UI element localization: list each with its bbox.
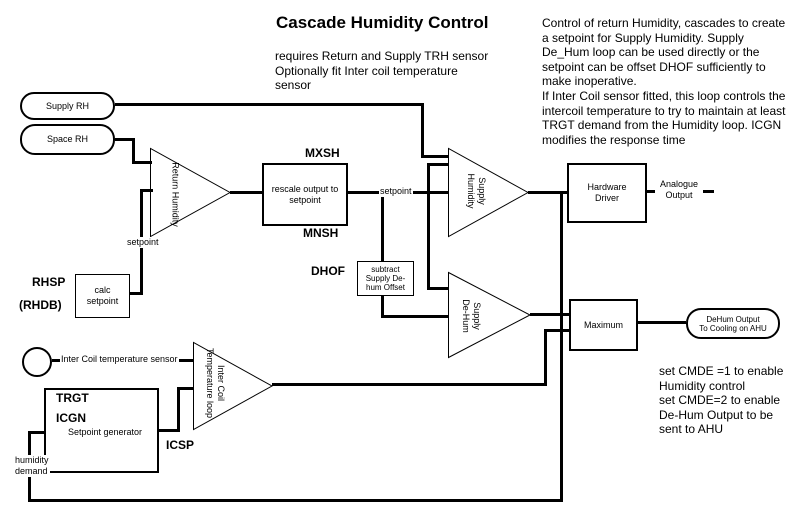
- dehum-output-label: DeHum Output To Cooling on AHU: [699, 314, 767, 333]
- return-humidity-loop-triangle: [150, 147, 232, 238]
- calc-setpoint-label: calc setpoint: [86, 285, 119, 306]
- wire-calc-setpoint-1: [129, 292, 143, 295]
- subtitle-note: requires Return and Supply TRH sensor Op…: [275, 49, 489, 93]
- icgn-param-label: ICGN: [56, 411, 86, 425]
- inter-coil-sensor-node: [22, 347, 52, 377]
- subtract-offset-label: subtract Supply De- hum Offset: [365, 265, 406, 292]
- wire-space-rh-1: [115, 138, 135, 141]
- inter-coil-loop-triangle: [193, 341, 274, 431]
- trgt-param-label: TRGT: [56, 391, 89, 405]
- dhof-param-label: DHOF: [311, 264, 345, 278]
- supply-humidity-loop-triangle: [448, 147, 530, 238]
- wire-feedback-v: [560, 191, 563, 502]
- setpoint-generator-label: Setpoint generator: [68, 427, 143, 437]
- mnsh-param-label: MNSH: [303, 226, 339, 240]
- mxsh-param-label: MXSH: [305, 146, 340, 160]
- calc-setpoint-block: calc setpoint: [75, 274, 130, 318]
- cmde-note: set CMDE =1 to enable Humidity control s…: [659, 364, 784, 437]
- setpoint-generator-block: [44, 388, 159, 473]
- wire-supply-rh: [115, 103, 424, 106]
- maximum-label: Maximum: [583, 319, 623, 330]
- page-title: Cascade Humidity Control: [276, 13, 489, 32]
- wire-maximum-in2: [544, 329, 570, 332]
- subtract-offset-block: subtract Supply De- hum Offset: [357, 261, 414, 296]
- supply-humidity-loop-label: Supply Humidity: [466, 173, 487, 209]
- return-humidity-loop-label: Return Humidity: [170, 162, 181, 227]
- analogue-output-label: Analogue Output: [655, 179, 703, 201]
- wire-supply-loop-out: [528, 191, 568, 194]
- supply-dehum-loop-label: Supply De-Hum: [461, 299, 482, 333]
- supply-rh-input: Supply RH: [20, 92, 115, 120]
- rhsp-param-label: RHSP: [32, 275, 66, 289]
- wire-dehum-setpoint-in: [427, 287, 449, 290]
- wire-intercoil-out-h: [272, 383, 547, 386]
- wire-icsp-1: [159, 429, 180, 432]
- wire-subtract-in: [381, 191, 384, 261]
- wire-subtract-out-h: [381, 315, 449, 318]
- wire-calc-setpoint-3: [140, 189, 153, 192]
- hardware-driver-label: Hardware Driver: [587, 182, 627, 203]
- wire-dehum-loop-out: [530, 313, 571, 316]
- return-setpoint-wire-label: setpoint: [126, 237, 160, 248]
- icsp-param-label: ICSP: [166, 438, 195, 452]
- wire-space-rh-2: [132, 138, 135, 164]
- space-rh-label: Space RH: [46, 134, 89, 144]
- description-note: Control of return Humidity, cascades to …: [542, 16, 786, 147]
- wire-icsp-3: [177, 387, 193, 390]
- wire-intercoil-out-v: [544, 329, 547, 386]
- wire-humidity-demand-in: [28, 431, 45, 434]
- inter-coil-sensor-label: Inter Coil temperature sensor: [60, 354, 179, 365]
- wire-maximum-out: [638, 321, 686, 324]
- rescale-block: rescale output to setpoint: [262, 163, 348, 226]
- space-rh-input: Space RH: [20, 124, 115, 155]
- wire-supply-rh-down: [421, 103, 424, 158]
- wire-setpoint-branch-v: [427, 163, 430, 290]
- wire-subtract-out-v: [381, 295, 384, 318]
- maximum-block: Maximum: [569, 299, 638, 351]
- wire-space-rh-3: [132, 161, 152, 164]
- dehum-output-node: DeHum Output To Cooling on AHU: [686, 308, 780, 339]
- wire-icsp-2: [177, 387, 180, 432]
- rhdb-param-label: (RHDB): [19, 298, 62, 312]
- wire-setpoint-branch-top: [427, 163, 449, 166]
- wire-return-loop-out: [230, 191, 263, 194]
- wire-feedback-bottom: [28, 499, 563, 502]
- supply-setpoint-wire-label: setpoint: [379, 186, 413, 197]
- wire-supply-rh-in: [421, 155, 449, 158]
- hardware-driver-block: Hardware Driver: [567, 163, 647, 223]
- humidity-demand-wire-label: humidity demand: [14, 455, 50, 477]
- inter-coil-loop-label: Inter Coil Temperature loop: [205, 347, 226, 419]
- rescale-block-label: rescale output to setpoint: [271, 183, 339, 205]
- supply-rh-label: Supply RH: [45, 100, 90, 111]
